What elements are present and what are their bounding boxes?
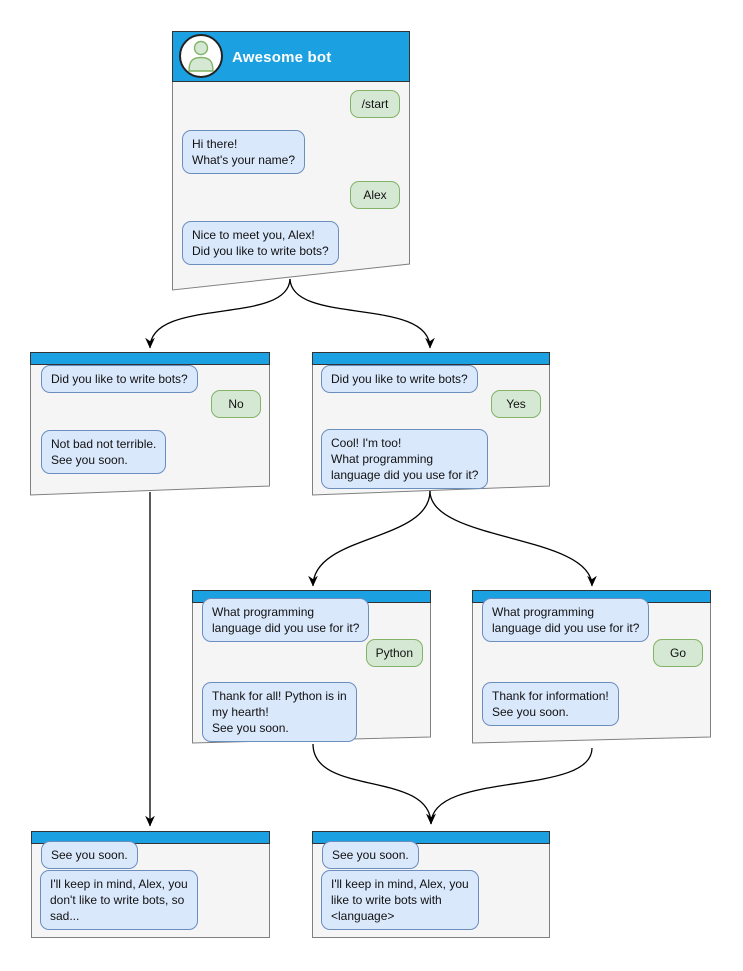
user-message: No (211, 390, 261, 418)
bot-message: See you soon. (41, 841, 138, 869)
bot-message: I'll keep in mind, Alex, you don't like … (40, 870, 198, 930)
avatar (179, 34, 223, 78)
bot-message: Nice to meet you, Alex! Did you like to … (182, 221, 339, 265)
user-message: Yes (491, 390, 541, 418)
user-message: /start (350, 90, 400, 118)
window-title: Awesome bot (232, 49, 332, 66)
bot-message: See you soon. (322, 841, 419, 869)
bot-message: Hi there! What's your name? (182, 130, 306, 174)
chat-window-end-yes: See you soon. I'll keep in mind, Alex, y… (312, 831, 550, 938)
user-message: Go (653, 639, 703, 667)
bot-message: Thank for information! See you soon. (482, 682, 619, 726)
chat-window-branch-python: What programming language did you use fo… (192, 590, 431, 745)
chat-window-branch-no: Did you like to write bots? No Not bad n… (30, 352, 270, 497)
bot-message: Thank for all! Python is in my hearth! S… (202, 682, 357, 742)
edge-python-to-end (312, 743, 436, 825)
user-message: Alex (350, 181, 400, 209)
bot-message: I'll keep in mind, Alex, you like to wri… (321, 870, 479, 930)
edge-yes-to-python (308, 490, 431, 587)
chat-window-end-no: See you soon. I'll keep in mind, Alex, y… (31, 831, 270, 938)
chat-window-branch-yes: Did you like to write bots? Yes Cool! I'… (312, 352, 550, 497)
chat-window-main: Awesome bot /start Hi there! What's your… (172, 31, 410, 291)
person-icon (193, 40, 209, 56)
bot-message: What programming language did you use fo… (482, 598, 650, 642)
chat-window-branch-go: What programming language did you use fo… (472, 590, 711, 745)
bot-message: Cool! I'm too! What programming language… (321, 429, 489, 489)
bot-message: Did you like to write bots? (321, 365, 478, 393)
user-message: Python (365, 639, 423, 667)
bot-message: Not bad not terrible. See you soon. (41, 430, 167, 474)
bot-message: Did you like to write bots? (41, 365, 198, 393)
edge-go-to-end (426, 747, 593, 825)
edge-yes-to-go (429, 490, 597, 587)
bot-message: What programming language did you use fo… (202, 598, 370, 642)
